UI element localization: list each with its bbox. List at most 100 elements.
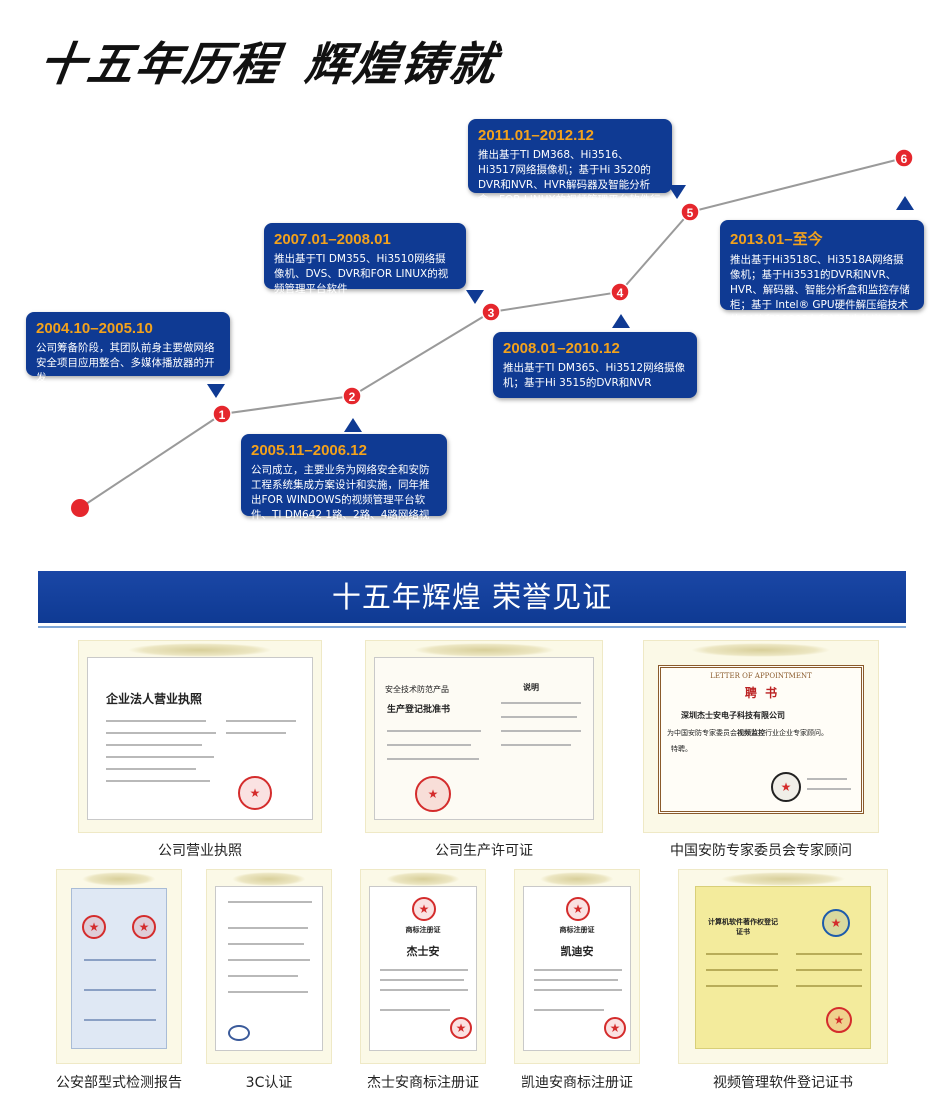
- certificate-document: LETTER OF APPOINTMENT 聘 书 深圳杰士安电子科技有限公司 …: [658, 665, 864, 814]
- banner-divider: [38, 626, 906, 628]
- event-pointer-2: [344, 418, 362, 432]
- certificate-caption: 中国安防专家委员会专家顾问: [670, 843, 852, 859]
- doc-text-line: [807, 778, 847, 780]
- appointment-closing: 特聘。: [671, 745, 692, 753]
- national-emblem-icon: [412, 897, 436, 921]
- event-pointer-6: [896, 196, 914, 210]
- trademark-brand: 杰士安: [406, 945, 440, 958]
- timeline-event-3: 2007.01–2008.01 推出基于TI DM355、Hi3510网络摄像机…: [264, 223, 466, 295]
- event-pointer-3: [466, 290, 484, 304]
- doc-title: 商标注册证: [405, 925, 441, 934]
- body-prefix: 为中国安防专家委员会: [667, 729, 737, 737]
- certificate-inspection-report[interactable]: [56, 869, 182, 1064]
- certificate-caption: 凯迪安商标注册证: [521, 1075, 633, 1091]
- timeline-start-dot: [71, 499, 89, 517]
- doc-text-line: [228, 959, 310, 961]
- copyright-emblem-icon: [822, 909, 850, 937]
- timeline-marker-4-label: 4: [617, 286, 624, 300]
- doc-title: 聘 书: [744, 686, 778, 700]
- trademark-brand: 凯迪安: [560, 945, 594, 958]
- red-seal: [132, 915, 156, 939]
- doc-title: 商标注册证: [559, 925, 595, 934]
- frame-ornament: [539, 872, 615, 886]
- frame-ornament: [690, 643, 832, 657]
- doc-text-line: [501, 730, 581, 732]
- certificate-software-copyright[interactable]: 计算机软件著作权登记证书: [678, 869, 888, 1064]
- red-seal: [450, 1017, 472, 1039]
- certificate-3c[interactable]: [206, 869, 332, 1064]
- red-seal: [771, 772, 801, 802]
- certificate-document: [215, 886, 323, 1051]
- national-emblem-icon: [566, 897, 590, 921]
- frame-ornament: [413, 643, 555, 657]
- doc-text-line: [106, 780, 210, 782]
- doc-text-line: [534, 969, 622, 971]
- doc-text-line: [106, 732, 216, 734]
- doc-text-line: [534, 1009, 604, 1011]
- doc-text-line: [106, 768, 196, 770]
- timeline-marker-1-label: 1: [219, 408, 226, 422]
- event-date: 2008.01–2010.12: [503, 340, 620, 357]
- certificate-appointment[interactable]: LETTER OF APPOINTMENT 聘 书 深圳杰士安电子科技有限公司 …: [643, 640, 879, 833]
- certificate-document: [71, 888, 167, 1049]
- timeline-marker-1: 1: [212, 404, 232, 424]
- doc-text-line: [501, 744, 571, 746]
- doc-text-line: [796, 969, 862, 971]
- doc-text-line: [84, 989, 156, 991]
- timeline-graphic: 1 2 3 4 5 6: [71, 148, 914, 517]
- doc-text-line: [106, 756, 214, 758]
- doc-text-line: [380, 1009, 450, 1011]
- doc-text-line: [387, 758, 479, 760]
- timeline-marker-3-label: 3: [488, 306, 495, 320]
- event-description: 推出基于TI DM355、Hi3510网络摄像机、DVS、DVR和FOR LIN…: [274, 253, 449, 295]
- timeline-marker-5-label: 5: [687, 206, 694, 220]
- event-description: 推出基于TI DM365、Hi3512网络摄像机；基于Hi 3515的DVR和N…: [503, 362, 686, 389]
- event-description: 公司成立，主要业务为网络安全和安防工程系统集成方案设计和实施，同年推出FOR W…: [251, 464, 430, 536]
- timeline-marker-6-label: 6: [901, 152, 908, 166]
- doc-text-line: [534, 979, 618, 981]
- body-highlight: 视频监控: [737, 729, 765, 737]
- frame-ornament: [81, 872, 157, 886]
- doc-text-line: [706, 969, 778, 971]
- certificate-document: 商标注册证 杰士安: [369, 886, 477, 1051]
- doc-text-line: [387, 744, 471, 746]
- frame-ornament: [720, 872, 846, 886]
- certificate-business-license[interactable]: 企业法人营业执照: [78, 640, 322, 833]
- body-suffix: 行业企业专家顾问。: [765, 729, 828, 737]
- appointee-company: 深圳杰士安电子科技有限公司: [681, 710, 785, 720]
- ccc-mark-icon: [228, 1025, 250, 1041]
- timeline-marker-2-label: 2: [349, 390, 356, 404]
- doc-title: 生产登记批准书: [387, 705, 451, 715]
- red-seal: [238, 776, 272, 810]
- certificate-trademark-jieshian[interactable]: 商标注册证 杰士安: [360, 869, 486, 1064]
- doc-text-line: [706, 985, 778, 987]
- certificate-caption: 视频管理软件登记证书: [713, 1075, 853, 1091]
- doc-text-line: [807, 788, 851, 790]
- certificate-caption: 公安部型式检测报告: [56, 1075, 182, 1091]
- event-date: 2007.01–2008.01: [274, 231, 391, 248]
- doc-text-line: [796, 985, 862, 987]
- certificate-trademark-kaidian[interactable]: 商标注册证 凯迪安: [514, 869, 640, 1064]
- event-date: 2011.01–2012.12: [478, 127, 594, 144]
- frame-ornament: [127, 643, 273, 657]
- doc-text-line: [106, 720, 206, 722]
- doc-text-line: [706, 953, 778, 955]
- frame-ornament: [385, 872, 461, 886]
- doc-text-line: [501, 702, 581, 704]
- timeline-event-2: 2005.11–2006.12 公司成立，主要业务为网络安全和安防工程系统集成方…: [241, 434, 447, 536]
- timeline-marker-2: 2: [342, 386, 362, 406]
- doc-text-line: [228, 975, 298, 977]
- doc-text-line: [228, 943, 304, 945]
- timeline-event-4: 2008.01–2010.12 推出基于TI DM365、Hi3512网络摄像机…: [493, 332, 697, 398]
- certificate-production-license[interactable]: 安全技术防范产品 生产登记批准书 说明: [365, 640, 603, 833]
- doc-text-line: [228, 901, 312, 903]
- doc-text-line: [380, 969, 468, 971]
- timeline-event-1: 2004.10–2005.10 公司筹备阶段，其团队前身主要做网络安全项目应用整…: [26, 312, 230, 384]
- red-seal: [415, 776, 451, 812]
- honors-banner: 十五年辉煌 荣誉见证: [38, 571, 906, 623]
- certificate-document: 企业法人营业执照: [87, 657, 313, 820]
- event-date: 2005.11–2006.12: [251, 442, 367, 459]
- certificate-caption: 公司营业执照: [158, 843, 242, 859]
- certificate-caption: 公司生产许可证: [435, 843, 533, 859]
- doc-text-line: [84, 959, 156, 961]
